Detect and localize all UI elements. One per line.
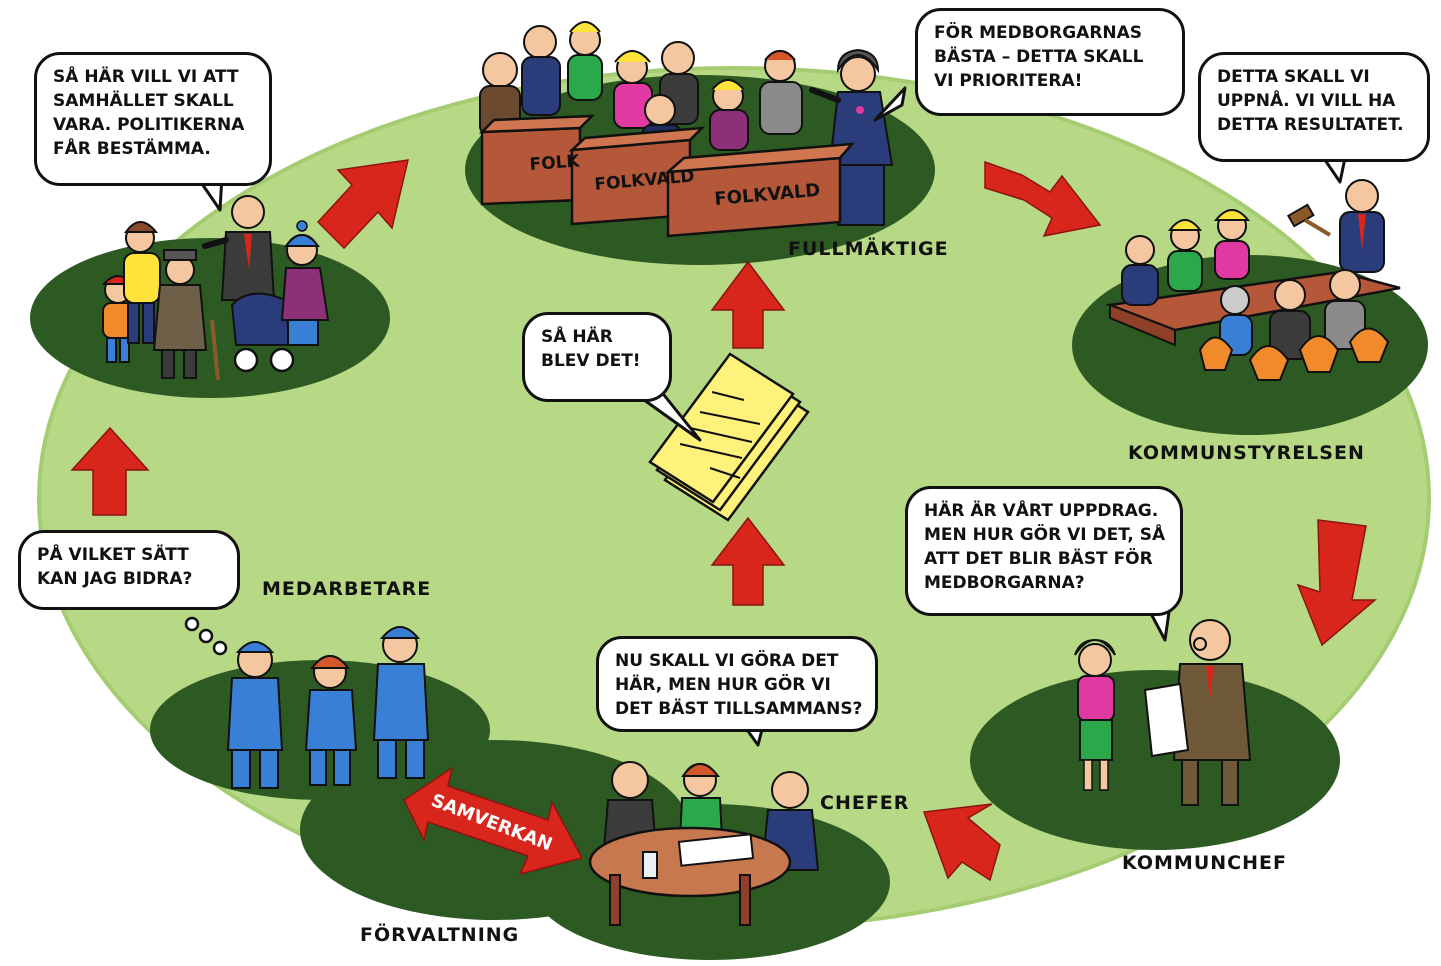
speech-bubble-chefer: NU SKALL VI GÖRA DET HÄR, MEN HUR GÖR VI… [596,636,878,732]
board-member-figure [1213,209,1251,280]
station-label-fullmaktige: FULLMÄKTIGE [788,238,949,260]
bubble-line: ATT DET BLIR BÄST FÖR [924,549,1153,569]
bubble-line: SÅ HÄR VILL VI ATT [53,67,239,87]
politician-figure [202,195,276,301]
bubble-line: SAMHÄLLET SKALL [53,91,234,111]
glass-icon [642,851,658,879]
worker-figure [372,626,430,779]
teen-figure [123,221,161,344]
report-papers-icon [648,352,810,522]
bubble-line: MEN HUR GÖR VI DET, SÅ [924,525,1166,545]
speech-bubble-rapport: SÅ HÄR BLEV DET! [522,312,672,402]
bubble-line: KAN JAG BIDRA? [37,569,193,589]
bubble-line: PÅ VILKET SÄTT [37,545,189,565]
arrow-icon [316,159,409,250]
medarbetare-scene [226,626,430,789]
document-icon [1143,682,1190,758]
arrow-icon [710,516,786,606]
pram-icon [230,292,295,373]
citizens-scene [101,195,330,381]
bubble-line: UPPNÅ. VI VILL HA [1217,91,1396,111]
board-member-figure [1121,235,1159,306]
bubble-line: DETTA RESULTATET. [1217,115,1404,135]
station-label-kommunchef: KOMMUNCHEF [1122,852,1287,874]
island-kommunchef [970,670,1340,850]
chefer-scene [588,761,820,926]
chairman-figure [1339,179,1385,273]
speech-bubble-kommunchef: HÄR ÄR VÅRT UPPDRAG. MEN HUR GÖR VI DET,… [905,486,1183,616]
bubble-line: NU SKALL VI GÖRA DET [615,651,839,671]
arrow-icon [710,260,786,349]
bubble-line: BÄSTA – DETTA SKALL [934,47,1144,67]
councillor-figure [613,50,653,129]
desk [664,142,855,238]
assistant-woman-figure [1074,638,1116,791]
councillor-figure [759,50,803,135]
councillor-figure [521,25,561,116]
bubble-line: FÅR BESTÄMMA. [53,139,211,159]
kommunstyrelsen-scene [1105,179,1401,381]
arrow-icon [70,426,150,516]
station-label-forvaltning: FÖRVALTNING [360,924,520,946]
arrow-icon [1296,519,1378,647]
kommunchef-scene [1074,619,1252,806]
arrow-icon [922,803,1001,882]
bubble-line: HÄR, MEN HUR GÖR VI [615,675,831,695]
board-member-figure [1167,219,1203,292]
bubble-line: HÄR ÄR VÅRT UPPDRAG. [924,501,1159,521]
desk-label: FOLK [529,151,581,175]
island-medborgare [30,238,390,398]
fullmaktige-scene: FOLK FOLKVALD FOLKVALD [478,21,894,238]
station-label-kommunstyrelsen: KOMMUNSTYRELSEN [1128,442,1365,464]
chair [1348,327,1390,363]
arrow-icon [984,160,1102,238]
flow-arrows [70,159,1378,882]
worker-figure [226,641,284,789]
bubble-line: SÅ HÄR [541,327,613,347]
bubble-line: BLEV DET! [541,351,641,371]
councillor-figure [709,79,749,151]
speech-bubble-kommunstyrelsen: DETTA SKALL VI UPPNÅ. VI VILL HA DETTA R… [1198,52,1430,162]
bubble-line: VARA. POLITIKERNA [53,115,245,135]
bubble-line: MEDBORGARNA? [924,573,1085,593]
bubble-line: DETTA SKALL VI [1217,67,1370,87]
speech-bubble-medborgare: SÅ HÄR VILL VI ATT SAMHÄLLET SKALL VARA.… [34,52,272,186]
board-member-figure [1269,279,1311,360]
bubble-line: FÖR MEDBORGARNAS [934,23,1143,43]
worker-figure [304,655,358,786]
speech-bubble-fullmaktige: FÖR MEDBORGARNAS BÄSTA – DETTA SKALL VI … [915,8,1185,116]
speech-bubble-medarbetare: PÅ VILKET SÄTT KAN JAG BIDRA? [18,530,240,610]
thought-dots [184,616,228,656]
papers-stack-icon [677,833,755,867]
gavel-icon [1286,203,1332,237]
chair [1298,335,1340,373]
desk [478,114,596,206]
chair [1248,345,1290,381]
bubble-line: DET BÄST TILLSAMMANS? [615,699,863,719]
elderly-man-figure [152,249,220,381]
station-label-medarbetare: MEDARBETARE [262,578,432,600]
bubble-line: VI PRIORITERA! [934,71,1083,91]
mother-figure [280,220,330,346]
samverkan-arrow [403,766,584,876]
municipal-director-figure [1172,619,1252,806]
councillor-figure [567,21,603,101]
chair [1198,336,1234,371]
station-label-chefer: CHEFER [820,792,910,814]
